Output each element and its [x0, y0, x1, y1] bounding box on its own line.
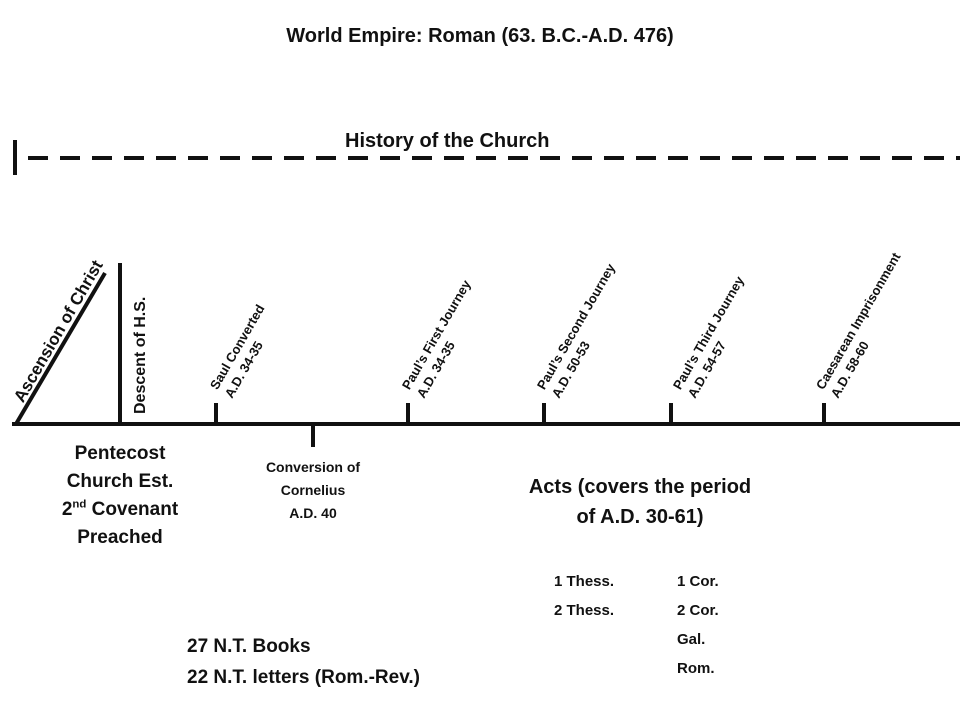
- books-line1: 27 N.T. Books: [187, 636, 311, 657]
- cornelius-block: Conversion of Cornelius A.D. 40: [230, 456, 396, 525]
- acts-line1: Acts (covers the period: [528, 476, 752, 498]
- pentecost-line2: Church Est.: [66, 471, 174, 492]
- letter-item: 2 Thess.: [554, 602, 615, 619]
- cornelius-line3: A.D. 40: [289, 505, 337, 521]
- letters-column-2: 1 Cor. 2 Cor. Gal. Rom.: [677, 567, 719, 683]
- letter-item: 2 Cor.: [677, 602, 719, 619]
- descent-text: Descent of H.S.: [132, 296, 149, 414]
- pentecost-line3-pre: 2: [61, 499, 73, 520]
- descent-label: Descent of H.S.: [132, 297, 150, 414]
- letters-column-1: 1 Thess. 2 Thess.: [554, 567, 614, 625]
- letter-item: Rom.: [677, 660, 715, 677]
- page-title: World Empire: Roman (63. B.C.-A.D. 476): [286, 25, 674, 47]
- church-history-label: History of the Church: [345, 130, 550, 152]
- cornelius-line1: Conversion of: [265, 459, 361, 475]
- pentecost-line3: 2nd Covenant: [20, 496, 220, 524]
- letter-item: 1 Thess.: [554, 573, 615, 590]
- cornelius-line2: Cornelius: [280, 482, 346, 498]
- acts-line2: of A.D. 30-61): [576, 506, 704, 528]
- pentecost-line3-sup: nd: [72, 498, 87, 511]
- ascension-slant-line: [14, 271, 107, 426]
- acts-block: Acts (covers the period of A.D. 30-61): [490, 472, 790, 532]
- pentecost-block: Pentecost Church Est. 2nd Covenant Preac…: [20, 440, 220, 552]
- books-line2: 22 N.T. letters (Rom.-Rev.): [187, 667, 420, 688]
- pentecost-line1: Pentecost: [74, 443, 166, 464]
- letter-item: 1 Cor.: [677, 573, 719, 590]
- books-block: 27 N.T. Books 22 N.T. letters (Rom.-Rev.…: [187, 631, 420, 693]
- letter-item: Gal.: [677, 631, 706, 648]
- pentecost-line4: Preached: [77, 527, 163, 548]
- pentecost-line3-post: Covenant: [86, 499, 179, 520]
